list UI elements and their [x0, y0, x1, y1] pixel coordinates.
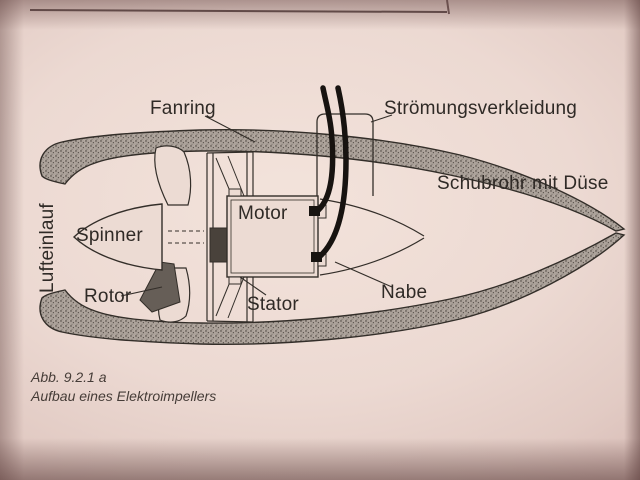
label-spinner: Spinner	[76, 225, 143, 246]
leader-lines	[120, 114, 393, 297]
spinner-cone	[72, 203, 163, 271]
label-lufteinlauf: Lufteinlauf	[37, 203, 58, 293]
label-rotor: Rotor	[84, 286, 132, 307]
label-nabe: Nabe	[381, 282, 428, 303]
tail-cone	[319, 198, 425, 276]
photo-edge-left	[0, 0, 24, 480]
label-schubrohr-mit-duese: Schubrohr mit Düse	[437, 173, 609, 194]
label-motor: Motor	[238, 203, 288, 224]
leader-rotor	[120, 286, 163, 297]
motor-body	[226, 188, 327, 285]
leader-stroemungsverkleidung	[370, 114, 393, 123]
motor-cables	[313, 85, 349, 261]
leader-nabe	[334, 261, 393, 288]
figure-caption-title: Aufbau eines Elektroimpellers	[31, 388, 217, 404]
label-fanring: Fanring	[150, 98, 216, 119]
page-edge-line	[29, 9, 448, 13]
leader-fanring	[204, 115, 256, 143]
label-stroemungsverkleidung: Strömungsverkleidung	[384, 98, 578, 119]
shaft-coupling	[209, 227, 229, 263]
photo-edge-bottom	[0, 438, 640, 480]
photo-edge-right	[624, 0, 640, 480]
label-stator: Stator	[247, 294, 299, 315]
shaft-hidden-lines	[168, 230, 204, 244]
duct-bottom-wall	[39, 232, 626, 345]
leader-stator	[239, 276, 267, 296]
figure-caption-number: Abb. 9.2.1 a	[31, 369, 107, 385]
photo-edge-top	[0, 0, 640, 30]
page-crease-line	[446, 0, 450, 15]
